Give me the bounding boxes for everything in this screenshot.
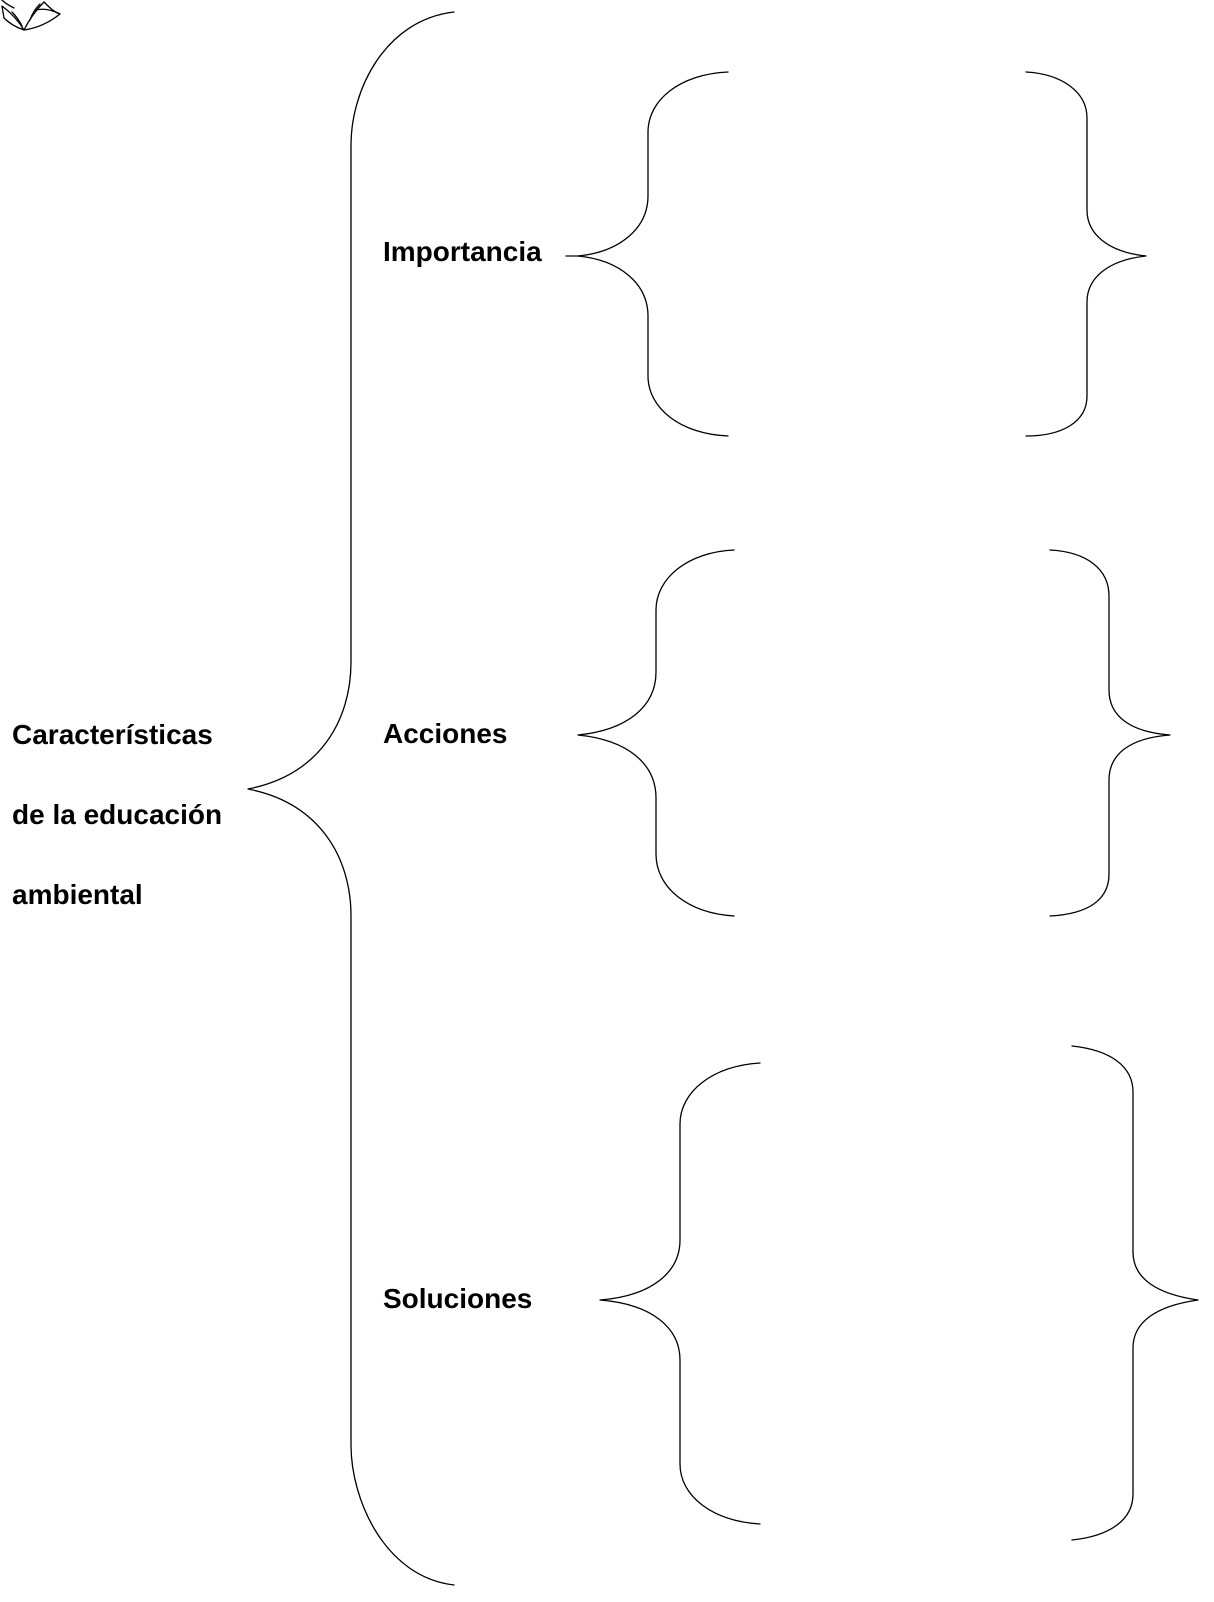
acciones-close-brace: [1049, 549, 1171, 917]
branch-label-soluciones: Soluciones: [383, 1283, 533, 1314]
branch-label-importancia: Importancia: [383, 236, 542, 267]
importancia-close-brace: [1025, 71, 1147, 437]
acciones-open-brace: [577, 549, 735, 917]
flower-logo-icon: [1, 0, 61, 31]
soluciones-close-brace: [1071, 1045, 1199, 1541]
main-brace: [247, 11, 455, 1586]
soluciones-open-brace: [599, 1062, 761, 1525]
importancia-open-brace: [565, 71, 729, 437]
branch-label-acciones: Acciones: [383, 718, 508, 749]
main-topic-line-1: Características: [12, 719, 213, 750]
main-topic-line-2: de la educación: [12, 799, 223, 830]
main-topic-line-3: ambiental: [12, 879, 143, 910]
